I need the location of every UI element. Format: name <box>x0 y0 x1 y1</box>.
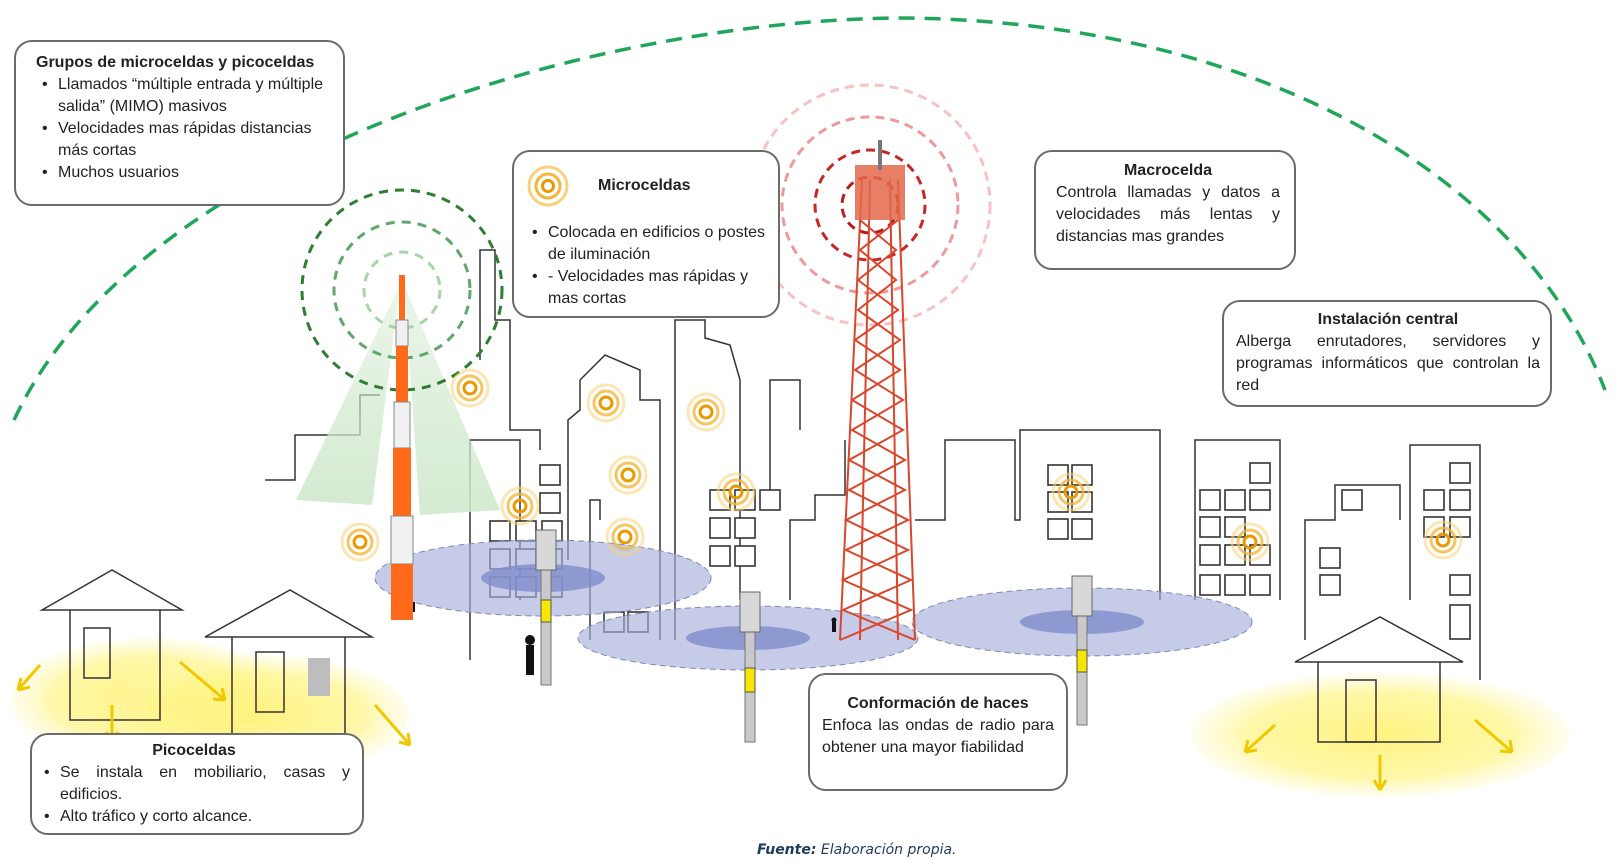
box-instalacion-text: Alberga enrutadores, servidores y progra… <box>1236 333 1540 394</box>
list-item: Se instala en mobiliario, casas y edific… <box>38 762 350 806</box>
box-picoceldas: Picoceldas Se instala en mobiliario, cas… <box>30 733 364 835</box>
box-conformacion-title: Conformación de haces <box>847 695 1029 712</box>
caption-text: Elaboración propia. <box>820 842 957 858</box>
list-item: Llamados “múltiple entrada y múltiple sa… <box>36 74 333 118</box>
box-microceldas-list: Colocada en edificios o postes de ilumin… <box>526 222 766 310</box>
microcell-icon <box>527 165 569 207</box>
box-instalacion-title: Instalación central <box>1317 311 1459 328</box>
network-coverage-arc <box>12 16 1607 421</box>
small-cell-antenna-left <box>296 188 504 620</box>
list-item: Colocada en edificios o postes de ilumin… <box>526 222 766 266</box>
box-grupos-title: Grupos de microceldas y picoceldas <box>36 54 315 71</box>
list-item: Muchos usuarios <box>36 162 333 184</box>
city-skyline <box>265 249 1481 680</box>
box-macrocelda-text: Controla llamadas y datos a velocidades … <box>1056 184 1280 245</box>
box-grupos: Grupos de microceldas y picoceldas Llama… <box>14 40 345 206</box>
figure-caption: Fuente: Elaboración propia. <box>757 842 957 858</box>
box-macrocelda-title: Macrocelda <box>1123 162 1213 179</box>
caption-label: Fuente: <box>757 842 817 858</box>
beamforming-coverage <box>374 539 1253 671</box>
box-microceldas-title: Microceldas <box>598 177 691 194</box>
box-picoceldas-title: Picoceldas <box>152 742 236 759</box>
list-item: Alto tráfico y corto alcance. <box>38 806 350 828</box>
box-macrocelda: Macrocelda Controla llamadas y datos a v… <box>1034 150 1296 270</box>
box-conformacion-text: Enfoca las ondas de radio para obtener u… <box>822 717 1054 756</box>
box-microceldas: Microceldas Colocada en edificios o post… <box>512 150 780 318</box>
box-conformacion: Conformación de haces Enfoca las ondas d… <box>808 673 1068 791</box>
building-windows <box>489 462 1471 640</box>
box-instalacion: Instalación central Alberga enrutadores,… <box>1222 300 1552 407</box>
houses <box>39 569 1464 746</box>
small-cell-poles <box>535 529 1093 743</box>
list-item: Velocidades mas rápidas distancias más c… <box>36 118 333 162</box>
list-item: - Velocidades mas rápidas y mas cortas <box>526 266 766 310</box>
box-picoceldas-list: Se instala en mobiliario, casas y edific… <box>38 762 350 828</box>
box-grupos-list: Llamados “múltiple entrada y múltiple sa… <box>36 74 333 184</box>
picocell-glow-right <box>1190 673 1570 797</box>
people <box>413 602 837 675</box>
macro-tower <box>748 83 992 641</box>
